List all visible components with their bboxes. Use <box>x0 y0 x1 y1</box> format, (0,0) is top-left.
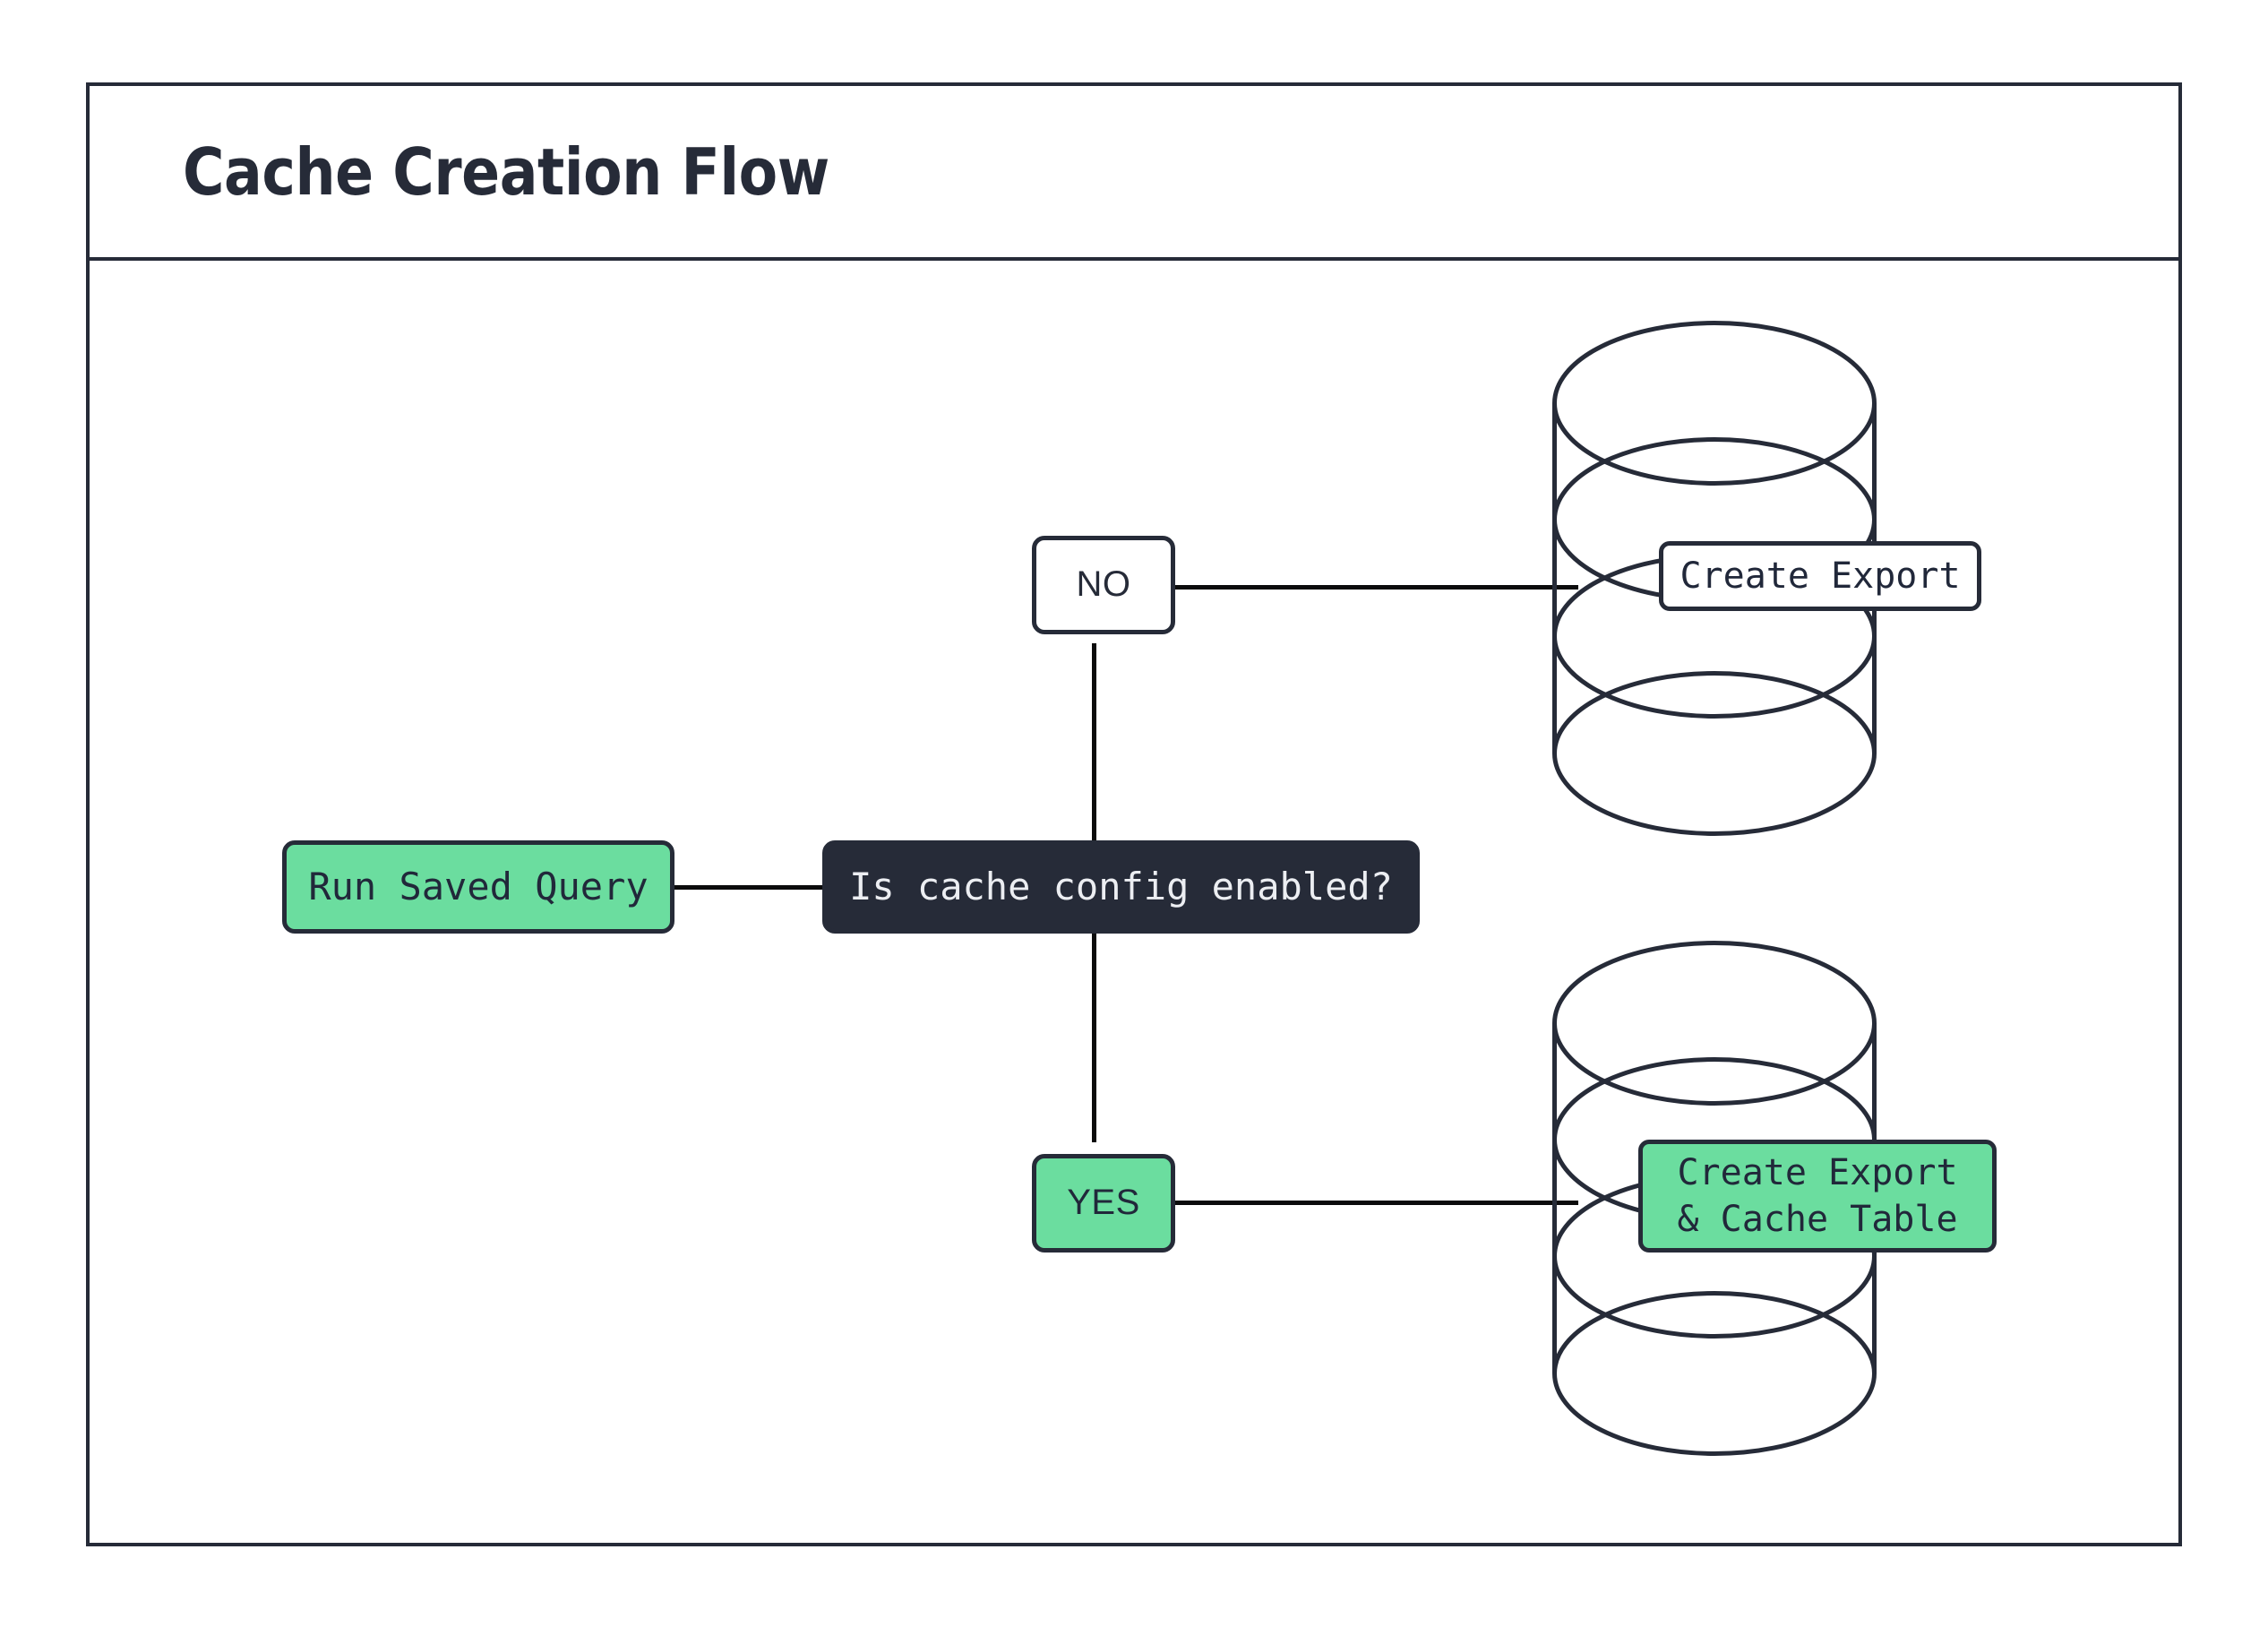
page-title: Cache Creation Flow <box>183 133 829 210</box>
node-branch-yes-label: YES <box>1067 1183 1140 1223</box>
edge-no-to-db-top <box>1171 585 1578 590</box>
node-decision-is-cache-config-enabled[interactable]: Is cache config enabled? <box>822 840 1420 934</box>
diagram-title-bar: Cache Creation Flow <box>90 86 2178 261</box>
edge-decision-to-yes <box>1092 932 1096 1142</box>
node-branch-no[interactable]: NO <box>1032 536 1175 634</box>
database-cylinder-top-label: Create Export <box>1659 541 1981 611</box>
database-cylinder-bottom[interactable]: Create Export & Cache Table <box>1552 941 1997 1456</box>
database-cylinder-top[interactable]: Create Export <box>1552 321 1981 836</box>
database-cylinder-top-label-text: Create Export <box>1680 555 1961 597</box>
node-branch-yes[interactable]: YES <box>1032 1154 1175 1253</box>
edge-decision-to-no <box>1092 643 1096 844</box>
diagram-frame: Cache Creation Flow <box>86 82 2182 1546</box>
node-decision-label: Is cache config enabled? <box>849 865 1393 909</box>
edge-run-saved-query-to-decision <box>674 885 823 890</box>
node-run-saved-query-label: Run Saved Query <box>308 865 649 909</box>
node-branch-no-label: NO <box>1076 564 1131 605</box>
node-run-saved-query[interactable]: Run Saved Query <box>282 840 674 934</box>
database-cylinder-bottom-label-line1: Create Export <box>1677 1152 1958 1193</box>
database-cylinder-bottom-label-line2: & Cache Table <box>1677 1199 1958 1240</box>
edge-yes-to-db-bottom <box>1171 1201 1578 1205</box>
database-cylinder-bottom-label: Create Export & Cache Table <box>1638 1140 1997 1253</box>
